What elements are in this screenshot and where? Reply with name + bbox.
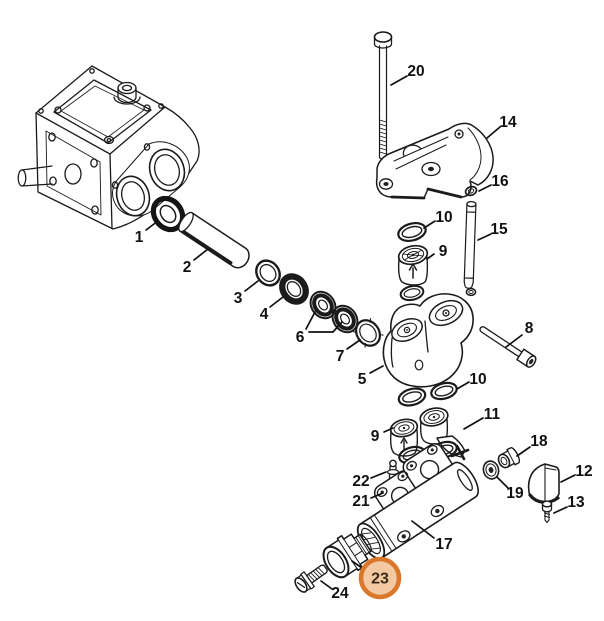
part-19-washer — [482, 460, 500, 480]
callout-21-label[interactable]: 21 — [352, 493, 370, 510]
part-15-stud — [463, 200, 477, 297]
part-6-seal-set — [309, 290, 359, 334]
part-8-socket-head-bolt — [479, 326, 537, 368]
part-16-o-ring — [464, 185, 478, 197]
callout-11-label[interactable]: 11 — [484, 406, 501, 423]
part-13-screw — [541, 500, 553, 524]
callout-13-label[interactable]: 13 — [567, 494, 585, 511]
pump-housing — [17, 65, 200, 230]
callout-4-label[interactable]: 4 — [260, 306, 269, 323]
callout-15-label[interactable]: 15 — [490, 221, 508, 238]
callout-10-lower-label[interactable]: 10 — [469, 371, 486, 388]
highlight-circle-ring — [358, 556, 402, 600]
callout-19-label[interactable]: 19 — [506, 485, 524, 502]
callout-labels: 1 2 3 4 5 6 7 8 9 9 10 10 11 12 13 14 15… — [135, 63, 593, 602]
part-3-o-ring — [255, 259, 281, 287]
part-17-pump-manifold — [356, 443, 479, 560]
callout-8-label[interactable]: 8 — [525, 320, 534, 337]
part-11-valve-elbow — [419, 407, 470, 461]
part-18-plug — [497, 447, 521, 469]
highlight-circle-fill[interactable] — [361, 559, 399, 597]
part-14-holder-bracket — [375, 122, 494, 200]
callout-22-label[interactable]: 22 — [352, 473, 369, 490]
part-12-knob-cap — [527, 463, 560, 504]
part-10-o-ring-upper — [397, 222, 427, 242]
part-10-o-ring-pair — [397, 381, 458, 407]
part-20-long-bolt — [373, 31, 393, 160]
part-9-valve-upper — [397, 244, 429, 286]
callout-7-label[interactable]: 7 — [336, 348, 345, 365]
callout-14-label[interactable]: 14 — [499, 114, 517, 131]
part-24-screw — [294, 564, 328, 593]
leader-lines — [145, 75, 576, 590]
callout-5-label[interactable]: 5 — [358, 371, 367, 388]
callout-24-label[interactable]: 24 — [331, 585, 349, 602]
part-2-piston-pin — [178, 211, 250, 269]
callout-9-lower-label[interactable]: 9 — [371, 428, 380, 445]
callout-10-upper-label[interactable]: 10 — [435, 209, 452, 226]
callout-9-upper-label[interactable]: 9 — [439, 243, 448, 260]
callout-12-label[interactable]: 12 — [575, 463, 592, 480]
callout-2-label[interactable]: 2 — [183, 259, 192, 276]
callout-17-label[interactable]: 17 — [435, 536, 452, 553]
callout-16-label[interactable]: 16 — [491, 173, 509, 190]
part-9-valve-lower — [389, 418, 419, 457]
highlight-callout-23[interactable]: 23 — [358, 556, 402, 600]
part-7-support-ring — [352, 318, 384, 348]
callout-3-label[interactable]: 3 — [234, 290, 243, 307]
callout-1-label[interactable]: 1 — [135, 229, 144, 246]
part-9-upper-lower-o-ring — [399, 284, 425, 302]
callout-23-label[interactable]: 23 — [371, 571, 389, 588]
callout-20-label[interactable]: 20 — [407, 63, 424, 80]
callout-6-label[interactable]: 6 — [296, 329, 305, 346]
part-5-valve-block — [382, 293, 474, 388]
callout-18-label[interactable]: 18 — [530, 433, 548, 450]
